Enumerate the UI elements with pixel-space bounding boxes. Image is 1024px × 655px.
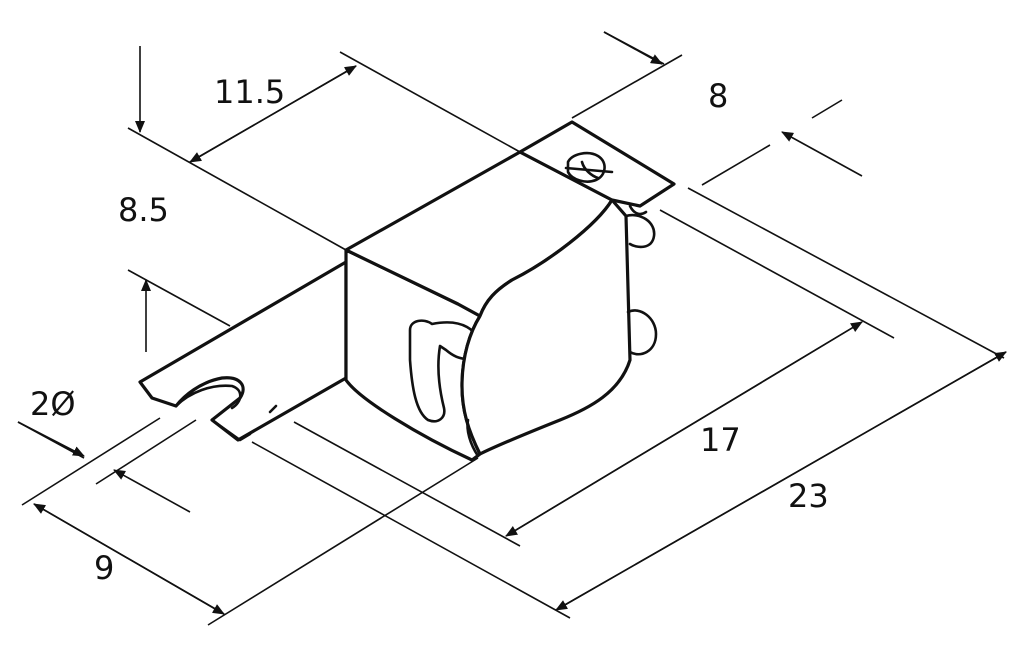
left-tab-slot xyxy=(174,384,242,410)
dimension-lines xyxy=(17,31,1007,615)
dim-label-23: 23 xyxy=(788,477,829,515)
dim-label-9: 9 xyxy=(94,549,115,587)
dim-label-11-5: 11.5 xyxy=(214,73,286,111)
side-bump-mid xyxy=(626,309,658,356)
dim-label-17: 17 xyxy=(700,421,741,459)
extension-lines xyxy=(17,31,1005,626)
side-bump-top xyxy=(624,213,656,249)
left-tab xyxy=(138,260,348,442)
dim-label-8: 8 xyxy=(708,77,729,115)
dim-label-8-5: 8.5 xyxy=(118,191,169,229)
span-arrow-rev xyxy=(189,65,357,163)
depth-arrow-b xyxy=(33,503,225,615)
side-face xyxy=(460,198,632,456)
overall-length-arrow-b xyxy=(555,351,1007,611)
tab-arrow-left xyxy=(781,131,863,177)
slot-arrow-right xyxy=(113,469,191,513)
slot-arrow-left xyxy=(17,421,85,457)
front-slot xyxy=(408,319,480,423)
body-length-arrow-b xyxy=(505,321,863,537)
right-tab xyxy=(518,120,676,208)
dim-label-2-dia: 2Ø xyxy=(30,385,76,423)
fuse-body xyxy=(138,120,676,462)
tab-arrow-right xyxy=(603,31,663,65)
